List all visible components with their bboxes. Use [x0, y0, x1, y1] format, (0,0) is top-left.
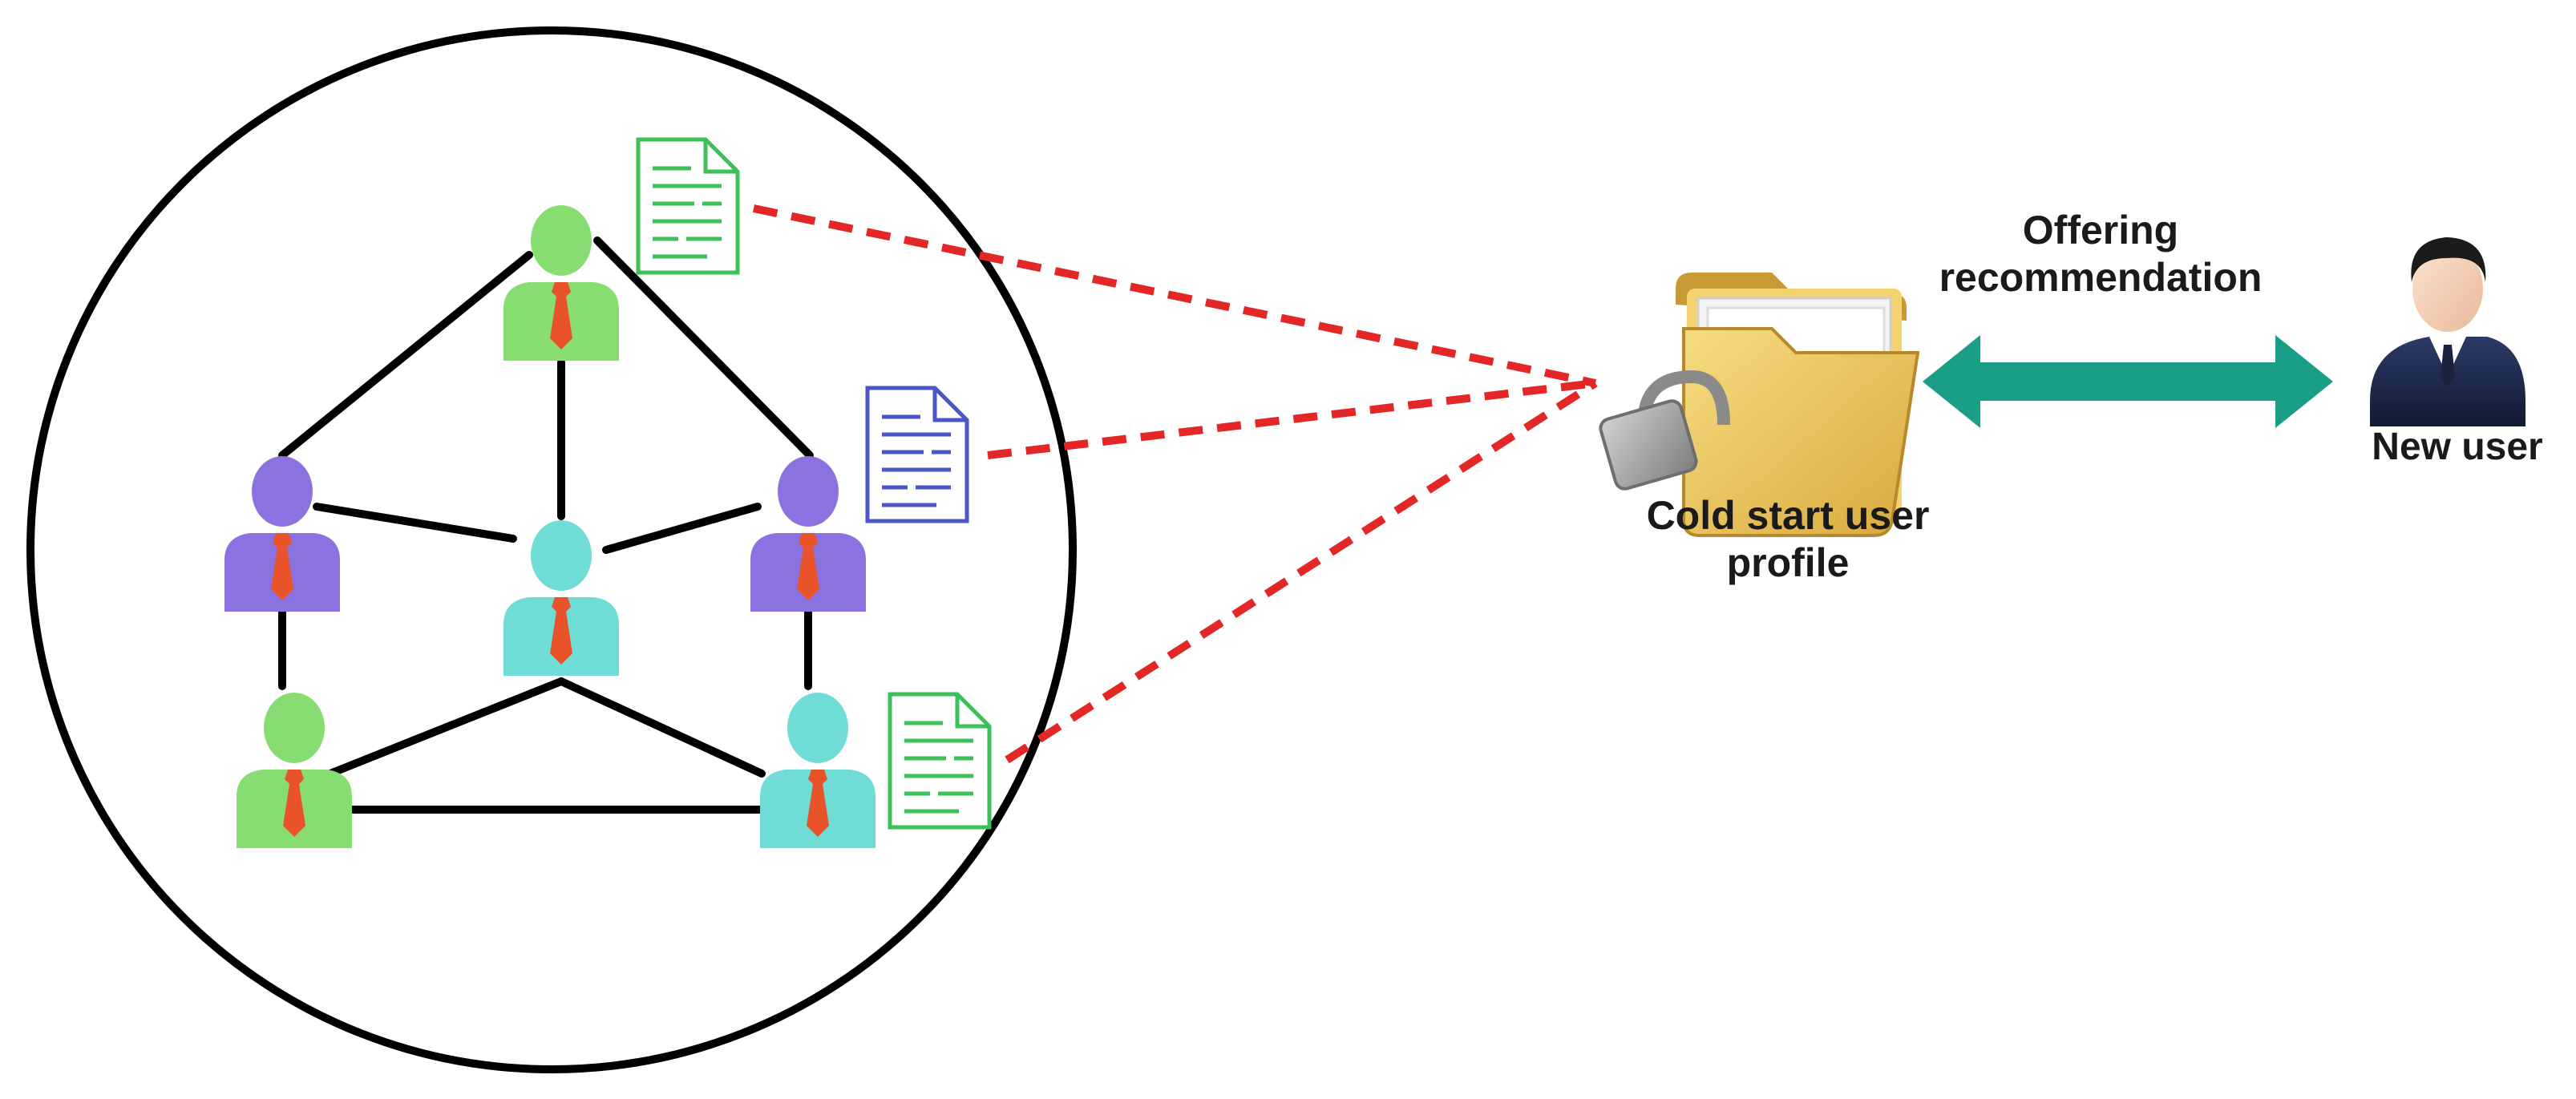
- offering-label-line2: recommendation: [1939, 255, 2263, 300]
- new-user-label-text: New user: [2372, 426, 2543, 468]
- locked-folder-icon: [1599, 273, 1920, 537]
- edge-top-right: [593, 236, 814, 459]
- document-icon-blue: [865, 386, 969, 523]
- person-icon-top: [503, 205, 619, 361]
- edge-top-left: [278, 251, 533, 459]
- edge-left-center: [313, 503, 517, 543]
- edge-center-botleft: [326, 677, 565, 778]
- person-icon-bottom-left: [237, 693, 352, 848]
- dashed-link-middle: [987, 379, 1596, 459]
- profile-label-line1: Cold start user: [1646, 493, 1930, 538]
- profile-label-line2: profile: [1726, 540, 1850, 585]
- edge-right-center: [602, 503, 762, 554]
- person-icon-bottom-right: [760, 693, 876, 848]
- new-user-label: New user: [2341, 425, 2574, 471]
- community-circle: [26, 26, 1077, 1073]
- document-icon-green-bottom: [888, 692, 992, 830]
- dashed-link-bottom: [1005, 379, 1598, 764]
- dashed-links: [752, 204, 1598, 764]
- person-icon-left: [224, 456, 340, 612]
- cold-start-profile-label: Cold start user profile: [1595, 492, 1980, 587]
- businessman-icon: [2370, 237, 2525, 426]
- document-icon-green-top: [636, 137, 740, 275]
- offering-recommendation-label: Offering recommendation: [1892, 207, 2309, 301]
- dashed-link-top: [752, 204, 1597, 387]
- user-connections: [278, 236, 814, 814]
- double-arrow-icon: [1923, 335, 2333, 428]
- offering-label-line1: Offering: [2022, 208, 2179, 253]
- edge-center-botright: [557, 677, 766, 778]
- person-icon-center: [503, 520, 619, 676]
- person-icon-right: [750, 456, 866, 612]
